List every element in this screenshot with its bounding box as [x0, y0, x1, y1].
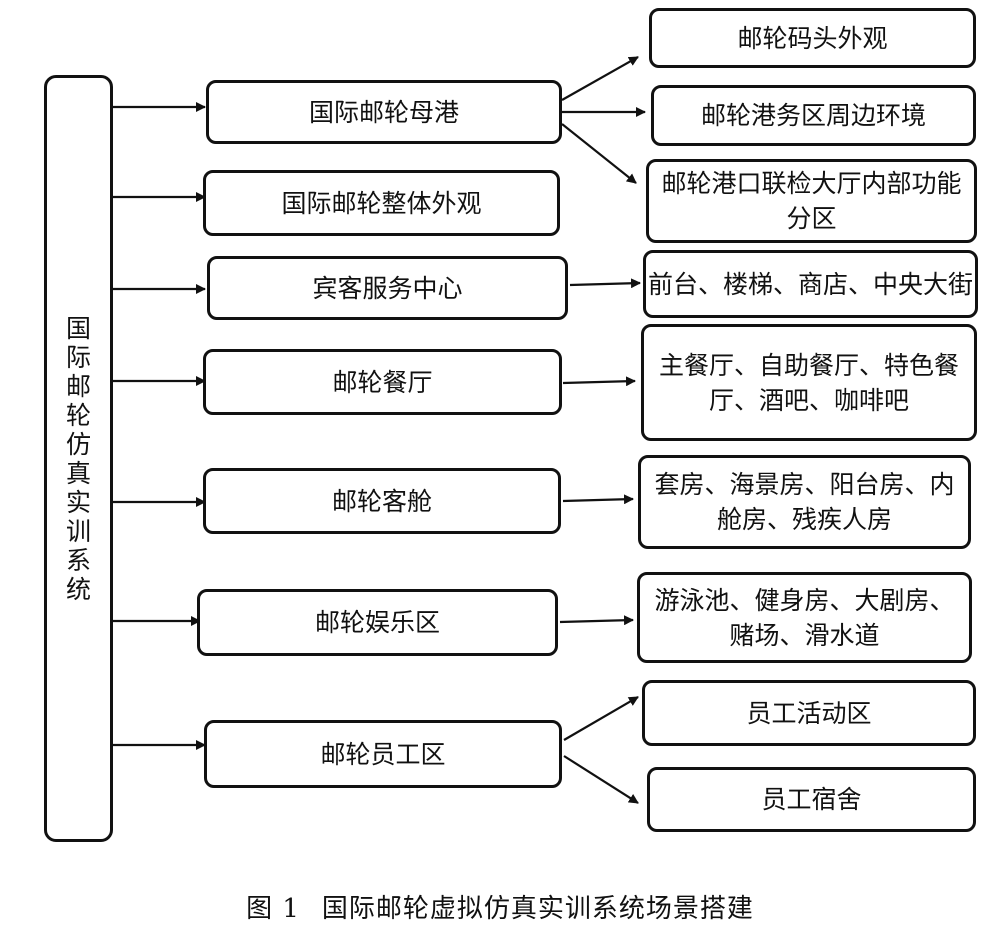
detail-box-cabin-types: 套房、海景房、阳台房、内 舱房、残疾人房 — [638, 455, 971, 549]
figure-title: 国际邮轮虚拟仿真实训系统场景搭建 — [321, 894, 754, 924]
detail-line: 邮轮码头外观 — [737, 23, 888, 53]
module-box-cruise-home-port: 国际邮轮母港 — [206, 80, 562, 144]
detail-line: 邮轮港务区周边环境 — [700, 101, 926, 130]
detail-line: 赌场、滑水道 — [729, 620, 880, 650]
module-label: 邮轮餐厅 — [332, 367, 433, 397]
root-label-char: 邮 — [65, 371, 91, 401]
detail-box-inspection-hall: 邮轮港口联检大厅内部功能 分区 — [646, 159, 977, 243]
detail-box-terminal-exterior: 邮轮码头外观 — [649, 8, 976, 68]
root-label-char: 真 — [65, 458, 91, 488]
detail-box-staff-dorm: 员工宿舍 — [647, 767, 976, 832]
module-label: 国际邮轮母港 — [308, 97, 459, 127]
arrow-module-7-to-detail-9 — [563, 755, 639, 804]
module-label: 国际邮轮整体外观 — [281, 188, 482, 218]
module-box-entertainment: 邮轮娱乐区 — [197, 589, 558, 656]
module-box-staff-area: 邮轮员工区 — [204, 720, 562, 788]
arrow-module-5-to-detail-6 — [562, 494, 634, 505]
detail-box-entertainment-facilities: 游泳池、健身房、大剧房、 赌场、滑水道 — [637, 572, 972, 663]
root-label-char: 统 — [65, 574, 91, 604]
detail-box-port-surroundings: 邮轮港务区周边环境 — [651, 85, 976, 146]
detail-line: 主餐厅、自助餐厅、特色餐 — [658, 350, 959, 380]
root-system-box: 国际邮轮仿真实训系统 — [44, 75, 113, 842]
detail-line: 前台、楼梯、商店、中央大街 — [647, 269, 973, 299]
root-label-char: 仿 — [65, 429, 91, 459]
figure-number: 图 1 — [246, 894, 300, 924]
detail-line: 邮轮港口联检大厅内部功能 — [661, 169, 962, 198]
root-label-char: 系 — [65, 545, 91, 575]
detail-box-staff-activity: 员工活动区 — [642, 680, 976, 746]
detail-line: 套房、海景房、阳台房、内 — [654, 470, 955, 499]
detail-box-dining-venues: 主餐厅、自助餐厅、特色餐 厅、酒吧、咖啡吧 — [641, 324, 977, 441]
figure-caption: 图 1 国际邮轮虚拟仿真实训系统场景搭建 — [0, 888, 1000, 925]
module-box-cruise-exterior: 国际邮轮整体外观 — [203, 170, 560, 236]
detail-line: 舱房、残疾人房 — [716, 505, 892, 534]
module-box-guest-service-center: 宾客服务中心 — [207, 256, 568, 320]
arrow-module-3-to-detail-4 — [569, 278, 641, 289]
detail-line: 厅、酒吧、咖啡吧 — [708, 385, 909, 415]
root-label-char: 国 — [65, 313, 91, 343]
arrow-module-4-to-detail-5 — [562, 376, 636, 387]
detail-line: 游泳池、健身房、大剧房、 — [654, 585, 955, 615]
detail-box-front-desk-stairs-shops: 前台、楼梯、商店、中央大街 — [643, 250, 978, 318]
module-label: 邮轮员工区 — [320, 739, 446, 769]
root-label-char: 训 — [65, 516, 91, 546]
arrow-module-1-to-detail-1 — [561, 56, 639, 101]
module-box-cabin: 邮轮客舱 — [203, 468, 561, 534]
root-label-char: 际 — [65, 342, 91, 372]
detail-line: 分区 — [786, 204, 837, 233]
root-label-char: 实 — [65, 487, 91, 517]
arrow-module-1-to-detail-3 — [561, 123, 637, 184]
root-label-char: 轮 — [65, 400, 91, 430]
module-label: 邮轮客舱 — [331, 486, 432, 516]
module-label: 宾客服务中心 — [312, 273, 463, 303]
detail-line: 员工宿舍 — [761, 785, 862, 814]
detail-line: 员工活动区 — [746, 698, 872, 728]
module-box-restaurant: 邮轮餐厅 — [203, 349, 562, 415]
arrow-module-7-to-detail-8 — [563, 696, 639, 741]
module-label: 邮轮娱乐区 — [314, 608, 440, 637]
arrow-module-6-to-detail-7 — [559, 615, 634, 626]
root-system-label: 国际邮轮仿真实训系统 — [66, 314, 91, 604]
